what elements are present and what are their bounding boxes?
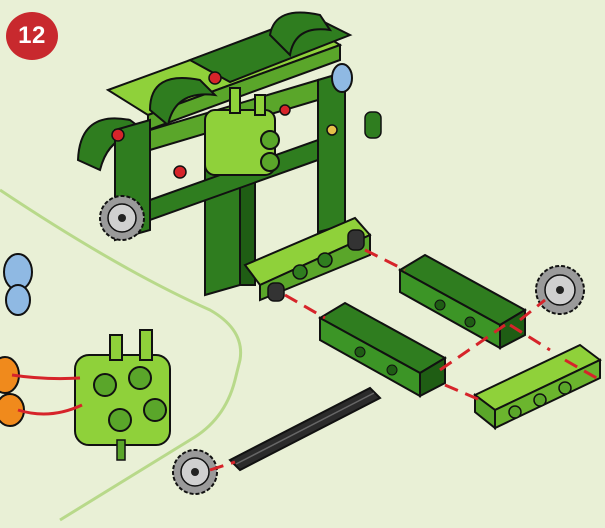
gear-icon	[536, 266, 584, 314]
gear-icon	[173, 450, 217, 494]
assembled-frame	[78, 13, 381, 302]
beam-light	[475, 345, 600, 428]
gear-icon	[100, 196, 144, 240]
peg-icon	[0, 254, 32, 426]
beam-dark-upper	[400, 255, 525, 348]
beam-dark-lower	[320, 303, 445, 396]
axle-icon	[230, 388, 380, 470]
connector-icon	[75, 330, 170, 460]
